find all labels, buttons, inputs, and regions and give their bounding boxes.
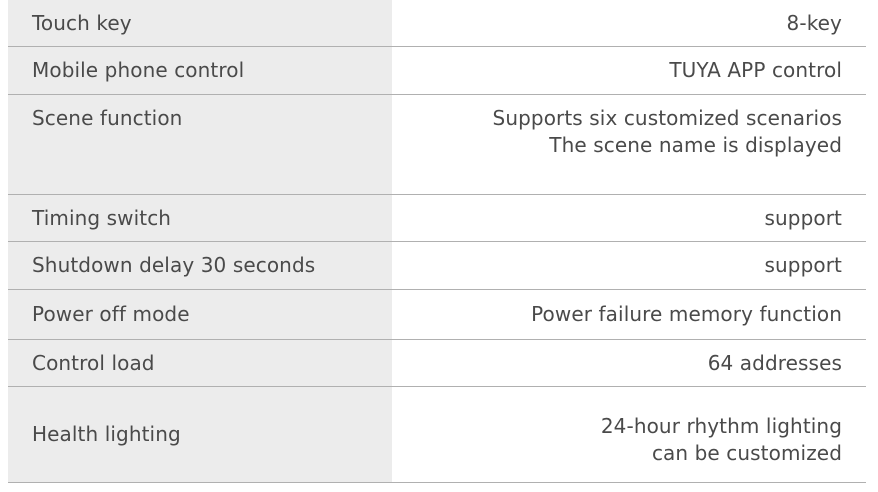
table-row: Power off mode Power failure memory func… [8,290,866,340]
table-row: Control load 64 addresses [8,340,866,387]
spec-value-text: 24-hour rhythm lighting can be customize… [601,413,842,467]
spec-value-line: support [764,205,842,230]
spec-value-text: 8-key [787,10,842,37]
table-row: Timing switch support [8,195,866,242]
spec-label-text: Timing switch [32,205,172,230]
spec-label-cell: Power off mode [8,290,392,339]
spec-value-line: TUYA APP control [669,58,842,82]
spec-value-line: 24-hour rhythm lighting [600,414,842,438]
spec-label-text: Control load [32,350,155,375]
spec-value-text: 64 addresses [708,350,842,377]
spec-label-cell: Health lighting [8,387,392,482]
spec-label-cell: Touch key [8,0,392,46]
spec-value-line: Power failure memory function [531,302,842,326]
spec-label-text: Scene function [32,106,183,130]
spec-value-line: 64 addresses [707,350,842,375]
spec-value-cell: 24-hour rhythm lighting can be customize… [392,387,866,482]
table-row: Scene function Supports six customized s… [8,95,866,195]
spec-value-cell: Power failure memory function [392,290,866,339]
spec-label-cell: Shutdown delay 30 seconds [8,242,392,289]
spec-value-cell: support [392,195,866,241]
spec-value-cell: support [392,242,866,289]
table-row: Touch key 8-key [8,0,866,47]
table-row: Health lighting 24-hour rhythm lighting … [8,387,866,483]
table-row: Shutdown delay 30 seconds support [8,242,866,290]
spec-value-cell: Supports six customized scenarios The sc… [392,95,866,194]
spec-label-text: Health lighting [32,422,181,446]
spec-value-cell: TUYA APP control [392,47,866,94]
spec-label-cell: Scene function [8,95,392,194]
spec-label-cell: Timing switch [8,195,392,241]
spec-label-cell: Mobile phone control [8,47,392,94]
spec-value-cell: 8-key [392,0,866,46]
spec-label-text: Shutdown delay 30 seconds [32,253,316,277]
spec-value-line: support [764,253,842,277]
spec-value-line: can be customized [651,441,842,465]
spec-label-text: Touch key [32,10,132,35]
spec-label-text: Power off mode [32,302,190,326]
spec-label-cell: Control load [8,340,392,386]
spec-value-text: TUYA APP control [669,57,842,84]
spec-value-text: support [765,252,843,279]
table-row: Mobile phone control TUYA APP control [8,47,866,95]
spec-value-line: The scene name is displayed [549,133,842,157]
spec-value-line: Supports six customized scenarios [492,106,842,130]
spec-value-text: Supports six customized scenarios The sc… [493,105,842,159]
spec-value-text: support [765,205,843,232]
spec-label-text: Mobile phone control [32,58,245,82]
spec-value-cell: 64 addresses [392,340,866,386]
spec-value-text: Power failure memory function [531,301,842,328]
spec-value-line: 8-key [786,10,842,35]
